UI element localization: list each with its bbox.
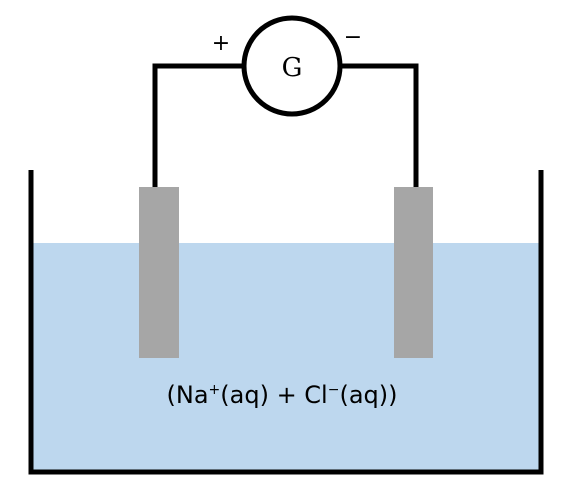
left-electrode	[139, 187, 179, 358]
solution-formula: (Na+(aq) + Cl−(aq))	[167, 381, 398, 409]
galvanometer-circle	[241, 15, 343, 117]
formula-part-open: (Na	[167, 381, 209, 409]
left-wire	[152, 63, 244, 187]
right-electrode	[394, 187, 433, 358]
galvanometer-label: G	[282, 53, 303, 83]
beaker-vessel	[28, 170, 544, 475]
sodium-charge: +	[209, 382, 221, 398]
negative-terminal-sign: −	[344, 25, 362, 50]
galvanometer: G	[241, 15, 343, 117]
formula-part-mid: (aq) + Cl	[220, 381, 327, 409]
positive-terminal-sign: +	[212, 31, 230, 56]
electrolyte-solution	[31, 243, 541, 472]
formula-part-close: (aq))	[339, 381, 397, 409]
right-wire	[340, 63, 419, 187]
chloride-charge: −	[328, 382, 340, 398]
